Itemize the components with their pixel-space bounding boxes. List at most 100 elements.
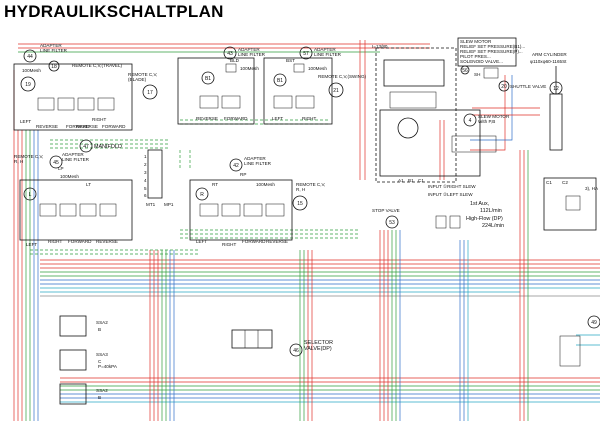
remote-travel-mesh: 100Mesh (22, 68, 41, 73)
slew-port-a1: A1 (398, 178, 404, 183)
manifold-tag-2: MP1 (164, 202, 174, 207)
remote-left-port: LP (58, 166, 64, 171)
remote-travel-reverse2: REVERSE (76, 124, 98, 129)
remote-left-left: LEFT (26, 242, 37, 247)
remote-left-label: REMOTE C,V,R, H (14, 154, 44, 164)
right-port-c2: C2 (562, 180, 568, 185)
right-side-valve: C1 C2 3), HA 49 (543, 177, 600, 367)
arm-cylinder-bubble: 12 (553, 86, 559, 92)
ssa-1-name: SSA2 (96, 320, 108, 325)
remote-right-forward: FORWARD (242, 239, 266, 244)
shuttle-no: 20 (501, 84, 507, 90)
aux-flow-text: 1st Aux, 112L/min High-Flow (DP) 224L/mi… (466, 201, 504, 229)
remote-right-port: RP (240, 172, 246, 177)
ssa-2-name: SSA3 (96, 352, 108, 357)
slew-port-b1: B1 (408, 178, 414, 183)
manifold-port-4: 4 (144, 178, 147, 183)
remote-swing-right: RIGHT (302, 116, 316, 121)
remote-travel-bubble: 44 (27, 54, 33, 60)
manifold-port-2: 2 (144, 162, 147, 167)
remote-right-reverse: REVERSE (266, 239, 288, 244)
remote-left-bubble: 45 (53, 160, 59, 166)
remote-right-port2: RT (212, 182, 218, 187)
remote-left-right: RIGHT (48, 239, 62, 244)
right-side-label: 3), HA (585, 186, 599, 191)
remote-right-label: REMOTE C,V,R, H (296, 182, 326, 192)
remote-travel-left: LEFT (20, 119, 31, 124)
slew-motor-no: 4 (469, 118, 472, 124)
remote-blade-label: REMOTE C,V,(BLADE) (128, 72, 158, 82)
remote-blade-unit-no: 17 (147, 90, 153, 96)
remote-right-left: LEFT (196, 239, 207, 244)
slew-input-right: INPUT ①RIGHT SLEW (428, 184, 476, 189)
selector-bubble: 46 (293, 348, 299, 354)
manifold-port-5: 5 (144, 186, 147, 191)
spec-line-5: SOLENOID VALVE... (460, 59, 503, 64)
remote-blade-reverse: REVERSE (196, 116, 218, 121)
arm-cylinder: ARM CYLINDER φ110xφ60-1165St 12 (530, 52, 567, 151)
remote-swing-label: REMOTE C,V,(SWING) (318, 74, 367, 79)
stop-valve-bubble: 53 (389, 220, 395, 226)
remote-left-ref: L (29, 192, 32, 198)
remote-blade-mesh: 100Mesh (240, 66, 259, 71)
right-side-bubble: 49 (591, 320, 597, 326)
remote-travel-right: RIGHT (92, 117, 106, 122)
arm-cylinder-label: ARM CYLINDER (532, 52, 567, 57)
slew-input-left: INPUT ②LEFT SLEW (428, 192, 473, 197)
slew-header: I=13/80 (372, 44, 388, 49)
remote-travel-forward: FORWARD (66, 124, 90, 129)
stop-valve: STOP VALVE 53 (372, 208, 461, 229)
aux-line-4: 224L/min (482, 223, 504, 229)
manifold-port-6: 6 (144, 193, 147, 198)
spec-line-3: RELIEF SET PRESSURE(P)... (460, 49, 523, 54)
manifold-bubble: 47 (83, 144, 89, 150)
remote-swing-ref: BST (286, 58, 295, 63)
shuttle-label: SHUTTLE VALVE (510, 84, 546, 89)
small-no: 56 (462, 68, 468, 74)
stop-valve-label: STOP VALVE (372, 208, 400, 213)
remote-blade-bubble: 43 (227, 51, 233, 57)
remote-right-unit-no: 15 (297, 201, 303, 207)
remote-right-ref: R (200, 192, 204, 198)
slew-port-c1: C1 (418, 178, 424, 183)
remote-swing-left: LEFT (272, 116, 283, 121)
manifold: 47 MANIFOLD 1 2 3 4 5 6 MT1 MP1 (79, 139, 174, 207)
page-title: HYDRAULIKSCHALTPLAN (4, 2, 224, 21)
aux-line-3: High-Flow (DP) (466, 216, 503, 222)
manifold-tag-1: MT1 (146, 202, 156, 207)
remote-travel-reverse: REVERSE (36, 124, 58, 129)
remote-right-mesh: 100Mesh (256, 182, 275, 187)
remote-travel-forward2: FORWARD (102, 124, 126, 129)
remote-blade-forward: FORWARD (224, 116, 248, 121)
remote-left-mesh: 100Mesh (60, 174, 79, 179)
remote-blade-ref: BLD (230, 58, 240, 63)
arm-cylinder-spec: φ110xφ60-1165St (530, 59, 567, 64)
aux-line-1: 1st Aux, (470, 201, 490, 207)
remote-right-bubble: 42 (233, 163, 239, 169)
remote-travel-filter-no: 18 (51, 64, 57, 70)
aux-line-2: 112L/min (480, 208, 502, 214)
remote-swing-mesh: 100Mesh (308, 66, 327, 71)
remote-swing-unit-no: 21 (333, 88, 339, 94)
right-port-c1: C1 (546, 180, 552, 185)
manifold-label: MANIFOLD (94, 144, 122, 150)
ssa-3-sub: B (98, 395, 101, 400)
remote-travel-unit-no: 19 (25, 82, 31, 88)
spec-line-1: SLEW MOTOR (460, 39, 492, 44)
remote-left-port2: LT (86, 182, 91, 187)
spec-line-4: PILOT PRES... (460, 54, 491, 59)
